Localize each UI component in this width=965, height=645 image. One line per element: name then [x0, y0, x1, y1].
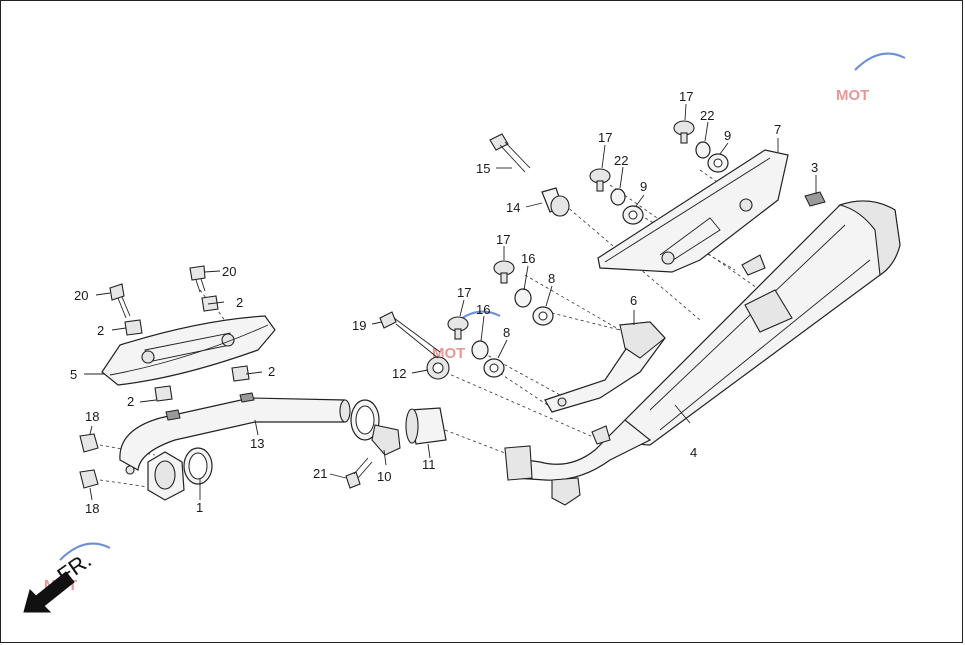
front-direction-indicator: FR.: [23, 547, 96, 613]
callout-20-b: 20: [222, 264, 236, 279]
callout-10: 10: [377, 469, 391, 484]
callout-8-b: 8: [503, 325, 510, 340]
watermark-text-top: MOT: [836, 87, 869, 104]
part-spacer-16a: [514, 288, 532, 308]
callout-2-c: 2: [268, 364, 275, 379]
part-spacer-22a: [695, 141, 711, 159]
callout-17-b: 17: [598, 130, 612, 145]
part-screw-17d: [447, 316, 469, 340]
part-grommet-9a: [707, 153, 729, 173]
part-grommet-8b: [483, 358, 505, 378]
part-clamp: [350, 399, 401, 456]
part-screw-17a: [673, 120, 695, 144]
callout-22-b: 22: [614, 153, 628, 168]
callout-16-b: 16: [476, 302, 490, 317]
part-nut-18-bottom: [79, 469, 99, 489]
part-screw-17c: [493, 260, 515, 284]
part-bolt-15: [489, 133, 531, 173]
callout-6: 6: [630, 293, 637, 308]
part-header-shield: [101, 315, 276, 386]
part-collar: [541, 187, 570, 217]
callout-22-a: 22: [700, 108, 714, 123]
part-bolt-20-right: [189, 265, 206, 293]
callout-18-a: 18: [85, 409, 99, 424]
part-spacer-16b: [471, 340, 489, 360]
callout-17-d: 17: [457, 285, 471, 300]
leader-lines: [84, 103, 817, 501]
front-arrow-icon: [23, 571, 75, 613]
callout-21: 21: [313, 466, 327, 481]
part-nut: [426, 356, 450, 380]
part-bolt-20-left: [109, 283, 131, 319]
callout-17-a: 17: [679, 89, 693, 104]
part-spacer-22b: [610, 188, 626, 206]
callout-11: 11: [422, 457, 436, 472]
part-heat-shield-lower: [544, 321, 666, 413]
callout-5: 5: [70, 367, 77, 382]
callout-1: 1: [196, 500, 203, 515]
callout-3: 3: [811, 160, 818, 175]
watermark-logo-top: MOT: [836, 52, 906, 104]
callout-9-b: 9: [640, 179, 647, 194]
callout-9-a: 9: [724, 128, 731, 143]
callout-2-b: 2: [236, 295, 243, 310]
callout-4: 4: [690, 445, 697, 460]
part-gasket: [183, 447, 213, 485]
part-muffler: [504, 191, 901, 506]
callout-16-a: 16: [521, 251, 535, 266]
part-heat-shield-upper: [597, 149, 789, 273]
part-nut-18-top: [79, 433, 99, 453]
part-clip-2c: [231, 365, 250, 382]
part-bolt-19: [379, 311, 441, 359]
callout-20-a: 20: [74, 288, 88, 303]
part-header-pipe: [119, 392, 351, 501]
callout-13: 13: [250, 436, 264, 451]
callout-7: 7: [774, 122, 781, 137]
part-bolt-21: [345, 457, 373, 489]
callout-2-d: 2: [127, 394, 134, 409]
callout-19: 19: [352, 318, 366, 333]
part-sleeve: [405, 407, 447, 445]
part-grommet-9b: [622, 205, 644, 225]
part-clip-2a: [124, 319, 143, 336]
part-screw-17b: [589, 168, 611, 192]
callout-15: 15: [476, 161, 490, 176]
callout-8-a: 8: [548, 271, 555, 286]
callout-2-a: 2: [97, 323, 104, 338]
part-clip-2d: [154, 385, 173, 402]
callout-12: 12: [392, 366, 406, 381]
part-grommet-8a: [532, 306, 554, 326]
callout-labels: 1 2 2 2 2 3 4 5 6 7 8 8 9 9 10 11 12 13 …: [70, 89, 818, 516]
callout-18-b: 18: [85, 501, 99, 516]
callout-14: 14: [506, 200, 520, 215]
callout-17-c: 17: [496, 232, 510, 247]
